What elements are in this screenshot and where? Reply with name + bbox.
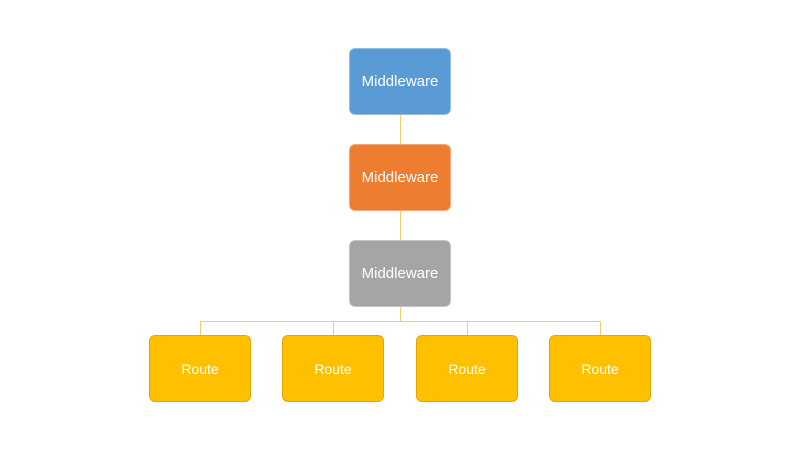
middleware-node-2: Middleware <box>349 144 451 211</box>
middleware-node-3-label: Middleware <box>361 265 439 282</box>
route-node-1-label: Route <box>181 360 219 377</box>
middleware-node-1-label: Middleware <box>361 73 439 90</box>
middleware-node-1: Middleware <box>349 48 451 115</box>
route-node-2-label: Route <box>314 360 352 377</box>
middleware-node-2-label: Middleware <box>361 169 439 186</box>
route-node-2: Route <box>282 335 384 402</box>
route-node-1: Route <box>149 335 251 402</box>
route-node-3-label: Route <box>448 360 486 377</box>
middleware-node-3: Middleware <box>349 240 451 307</box>
route-node-4-label: Route <box>581 360 619 377</box>
route-node-3: Route <box>416 335 518 402</box>
route-node-4: Route <box>549 335 651 402</box>
